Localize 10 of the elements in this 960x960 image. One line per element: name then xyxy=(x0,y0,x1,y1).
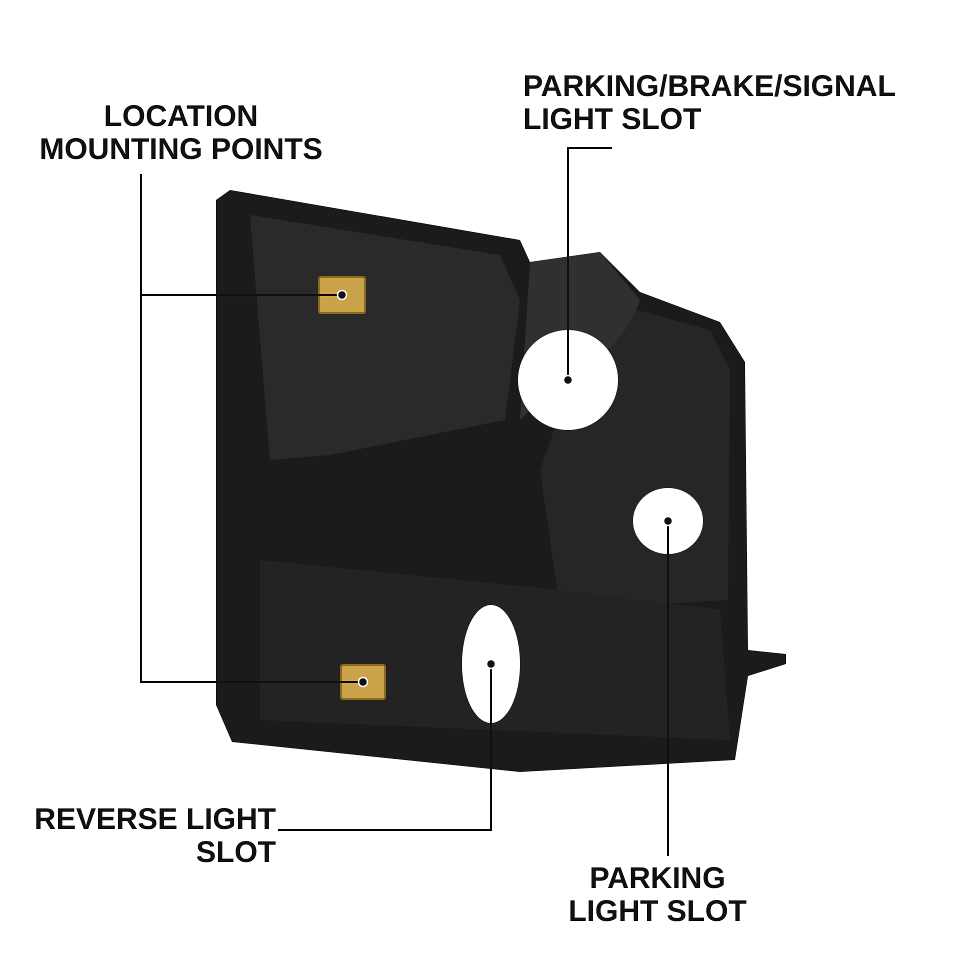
leader-line xyxy=(140,174,368,688)
mounting-clip xyxy=(340,664,386,700)
callout-label: REVERSE LIGHT SLOT xyxy=(18,803,276,869)
callout-label: PARKING/BRAKE/SIGNAL LIGHT SLOT xyxy=(523,70,938,136)
leader-line xyxy=(662,516,674,856)
callout-label: PARKING LIGHT SLOT xyxy=(555,862,760,928)
leader-line xyxy=(278,658,496,831)
callout-label: LOCATION MOUNTING POINTS xyxy=(22,100,340,166)
mounting-clip xyxy=(318,276,366,314)
leader-line xyxy=(562,147,612,386)
